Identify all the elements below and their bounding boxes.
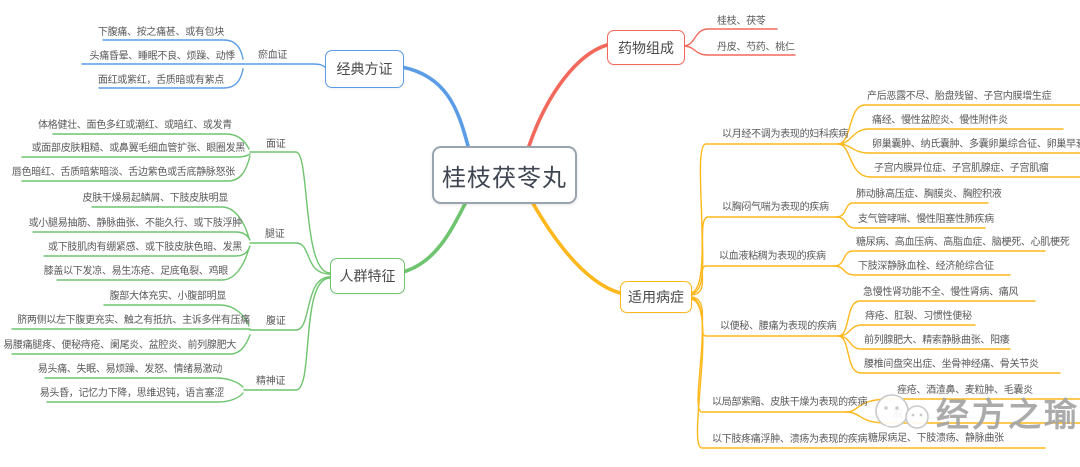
leaf-item[interactable]: 痔疮、肛裂、习惯性便秘 — [865, 311, 972, 322]
edge — [837, 300, 1036, 337]
edge — [837, 335, 1061, 374]
population-branch-edges — [11, 133, 469, 403]
edge — [689, 298, 854, 449]
group-label[interactable]: 腿证 — [265, 229, 285, 240]
group-label[interactable]: 以便秘、腰痛为表现的疾病 — [720, 321, 837, 332]
classic-branch-edges — [81, 39, 470, 148]
edge — [243, 277, 331, 391]
edge — [682, 45, 796, 56]
drugs-branch-edges — [527, 28, 796, 148]
leaf-item[interactable]: 膝盖以下发凉、易生冻疮、足底龟裂、鸡眼 — [43, 266, 229, 277]
leaf-item[interactable]: 子宫内膜异位症、子宫肌腺症、子宫肌瘤 — [874, 163, 1049, 174]
wechat-icon — [875, 394, 929, 432]
leaf-item[interactable]: 易腰痛腿疼、便秘痔疮、阑尾炎、盆腔炎、前列腺肥大 — [3, 340, 236, 351]
edge — [833, 250, 1046, 267]
edge — [529, 198, 622, 295]
leaf-item[interactable]: 腹部大体充实、小腹部明显 — [109, 291, 227, 302]
leaf-item[interactable]: 体格健壮、面色多红或潮红、或暗红、或发青 — [38, 120, 232, 131]
edge — [46, 392, 244, 403]
leaf-item[interactable]: 或下肢肌肉有绷紧感、或下肢皮肤色暗、发黑 — [48, 242, 242, 253]
leaf-item[interactable]: 支气管哮喘、慢性阻塞性肺疾病 — [858, 214, 994, 225]
edge — [44, 377, 244, 388]
edge — [56, 247, 250, 281]
leaf-item[interactable]: 皮肤干燥易起鳞屑、下肢皮肤明显 — [82, 193, 229, 204]
edge — [689, 216, 837, 295]
edge — [11, 334, 251, 355]
edge — [835, 202, 989, 218]
edge — [91, 206, 250, 239]
group-label[interactable]: 以血液粘稠为表现的疾病 — [719, 251, 826, 262]
group-label[interactable]: 以胸闷气喘为表现的疾病 — [722, 202, 829, 213]
edge — [682, 28, 778, 47]
group-label[interactable]: 以月经不调为表现的妇科疾病 — [722, 129, 849, 140]
edge — [52, 133, 250, 150]
edge — [242, 63, 327, 69]
edge — [32, 231, 251, 241]
group-label[interactable]: 腹证 — [266, 316, 286, 327]
topic-drugs[interactable]: 药物组成 — [607, 30, 685, 65]
edge — [689, 265, 835, 296]
leaf-item[interactable]: 卵巢囊肿、纳氏囊肿、多囊卵巢综合征、卵巢早衰 — [872, 139, 1080, 150]
leaf-item[interactable]: 易头昏，记忆力下降，思维迟钝，语言塞涩 — [39, 388, 225, 399]
edge — [249, 242, 331, 275]
leaf-item[interactable]: 脐两侧以左下腹更充实、触之有抵抗、主诉多伴有压痛 — [17, 315, 250, 326]
edge — [689, 143, 839, 294]
topic-population[interactable]: 人群特征 — [330, 258, 405, 294]
edge — [837, 104, 1080, 145]
leaf-item[interactable]: 唇色暗红、舌质暗紫暗淡、舌边紫色或舌底静脉怒张 — [11, 167, 235, 178]
group-label[interactable]: 精神证 — [256, 376, 286, 387]
topic-classic[interactable]: 经典方证 — [325, 50, 404, 88]
edge — [103, 304, 250, 327]
edge — [249, 276, 331, 331]
leaf-item[interactable]: 下腹痛、按之痛甚、或有包块 — [97, 27, 224, 38]
leaf-item[interactable]: 前列腺肥大、精索静脉曲张、阳痿 — [864, 335, 1010, 346]
leaf-item[interactable]: 面红或紫红，舌质暗或有紫点 — [97, 75, 224, 86]
leaf-item[interactable]: 或面部皮肤粗糙、或鼻翼毛细血管扩张、眼圈发黑 — [31, 143, 246, 154]
edge — [835, 216, 986, 229]
leaf-item[interactable]: 急慢性肾功能不全、慢性肾病、痛风 — [863, 287, 1019, 298]
topic-indications[interactable]: 适用病症 — [620, 281, 692, 313]
watermark: 经方之瑜 — [862, 388, 1080, 436]
leaf-item[interactable]: 痛经、慢性盆腔炎、慢性附件炎 — [872, 115, 1008, 126]
group-label[interactable]: 面证 — [266, 139, 286, 150]
edge — [102, 39, 244, 60]
edge — [689, 297, 847, 413]
leaf-item[interactable]: 肺动脉高压症、胸膜炎、胸腔积液 — [856, 189, 1002, 200]
edge — [527, 43, 609, 148]
leaf-item[interactable]: 头痛昏晕、睡眠不良、烦躁、动悸 — [89, 51, 236, 62]
edge — [98, 68, 244, 89]
leaf-item[interactable]: 下肢深静脉血栓、经济舱综合征 — [858, 261, 994, 272]
leaf-item[interactable]: 痤疮、酒渣鼻、麦粒肿、毛囊炎 — [897, 385, 1033, 396]
leaf-item[interactable]: 或小腿易抽筋、静脉曲张、不能久行、或下肢浮肿 — [28, 218, 243, 229]
edge — [401, 198, 469, 274]
watermark-text: 经方之瑜 — [936, 396, 1080, 433]
edge — [21, 155, 251, 182]
leaf-item[interactable]: 糖尿病、高血压病、高脂血症、脑梗死、心肌梗死 — [856, 237, 1070, 248]
leaf-item[interactable]: 易头痛、失眠、易烦躁、发怒、情绪易激动 — [37, 364, 223, 375]
edge — [21, 153, 251, 158]
edge — [837, 143, 1080, 178]
edge — [400, 65, 470, 148]
edge — [837, 324, 976, 337]
leaf-item[interactable]: 桂枝、茯苓 — [717, 16, 766, 27]
leaf-item[interactable]: 腰椎间盘突出症、坐骨神经痛、骨关节炎 — [864, 359, 1039, 370]
leaf-item[interactable]: 糖尿病足、下肢溃疡、静脉曲张 — [868, 433, 1004, 444]
leaf-item[interactable]: 丹皮、芍药、桃仁 — [717, 42, 795, 53]
group-label[interactable]: 以局部紫黯、皮肤干燥为表现的疾病 — [712, 397, 868, 408]
leaf-item[interactable]: 产后恶露不尽、胎盘残留、子宫内膜增生症 — [867, 91, 1052, 102]
edge — [249, 151, 331, 274]
group-label[interactable]: 瘀血证 — [258, 50, 288, 61]
edge — [833, 265, 1011, 276]
central-topic[interactable]: 桂枝茯苓丸 — [432, 146, 577, 204]
group-label[interactable]: 以下肢疼痛浮肿、溃疡为表现的疾病 — [712, 434, 868, 445]
edge — [837, 128, 1064, 145]
